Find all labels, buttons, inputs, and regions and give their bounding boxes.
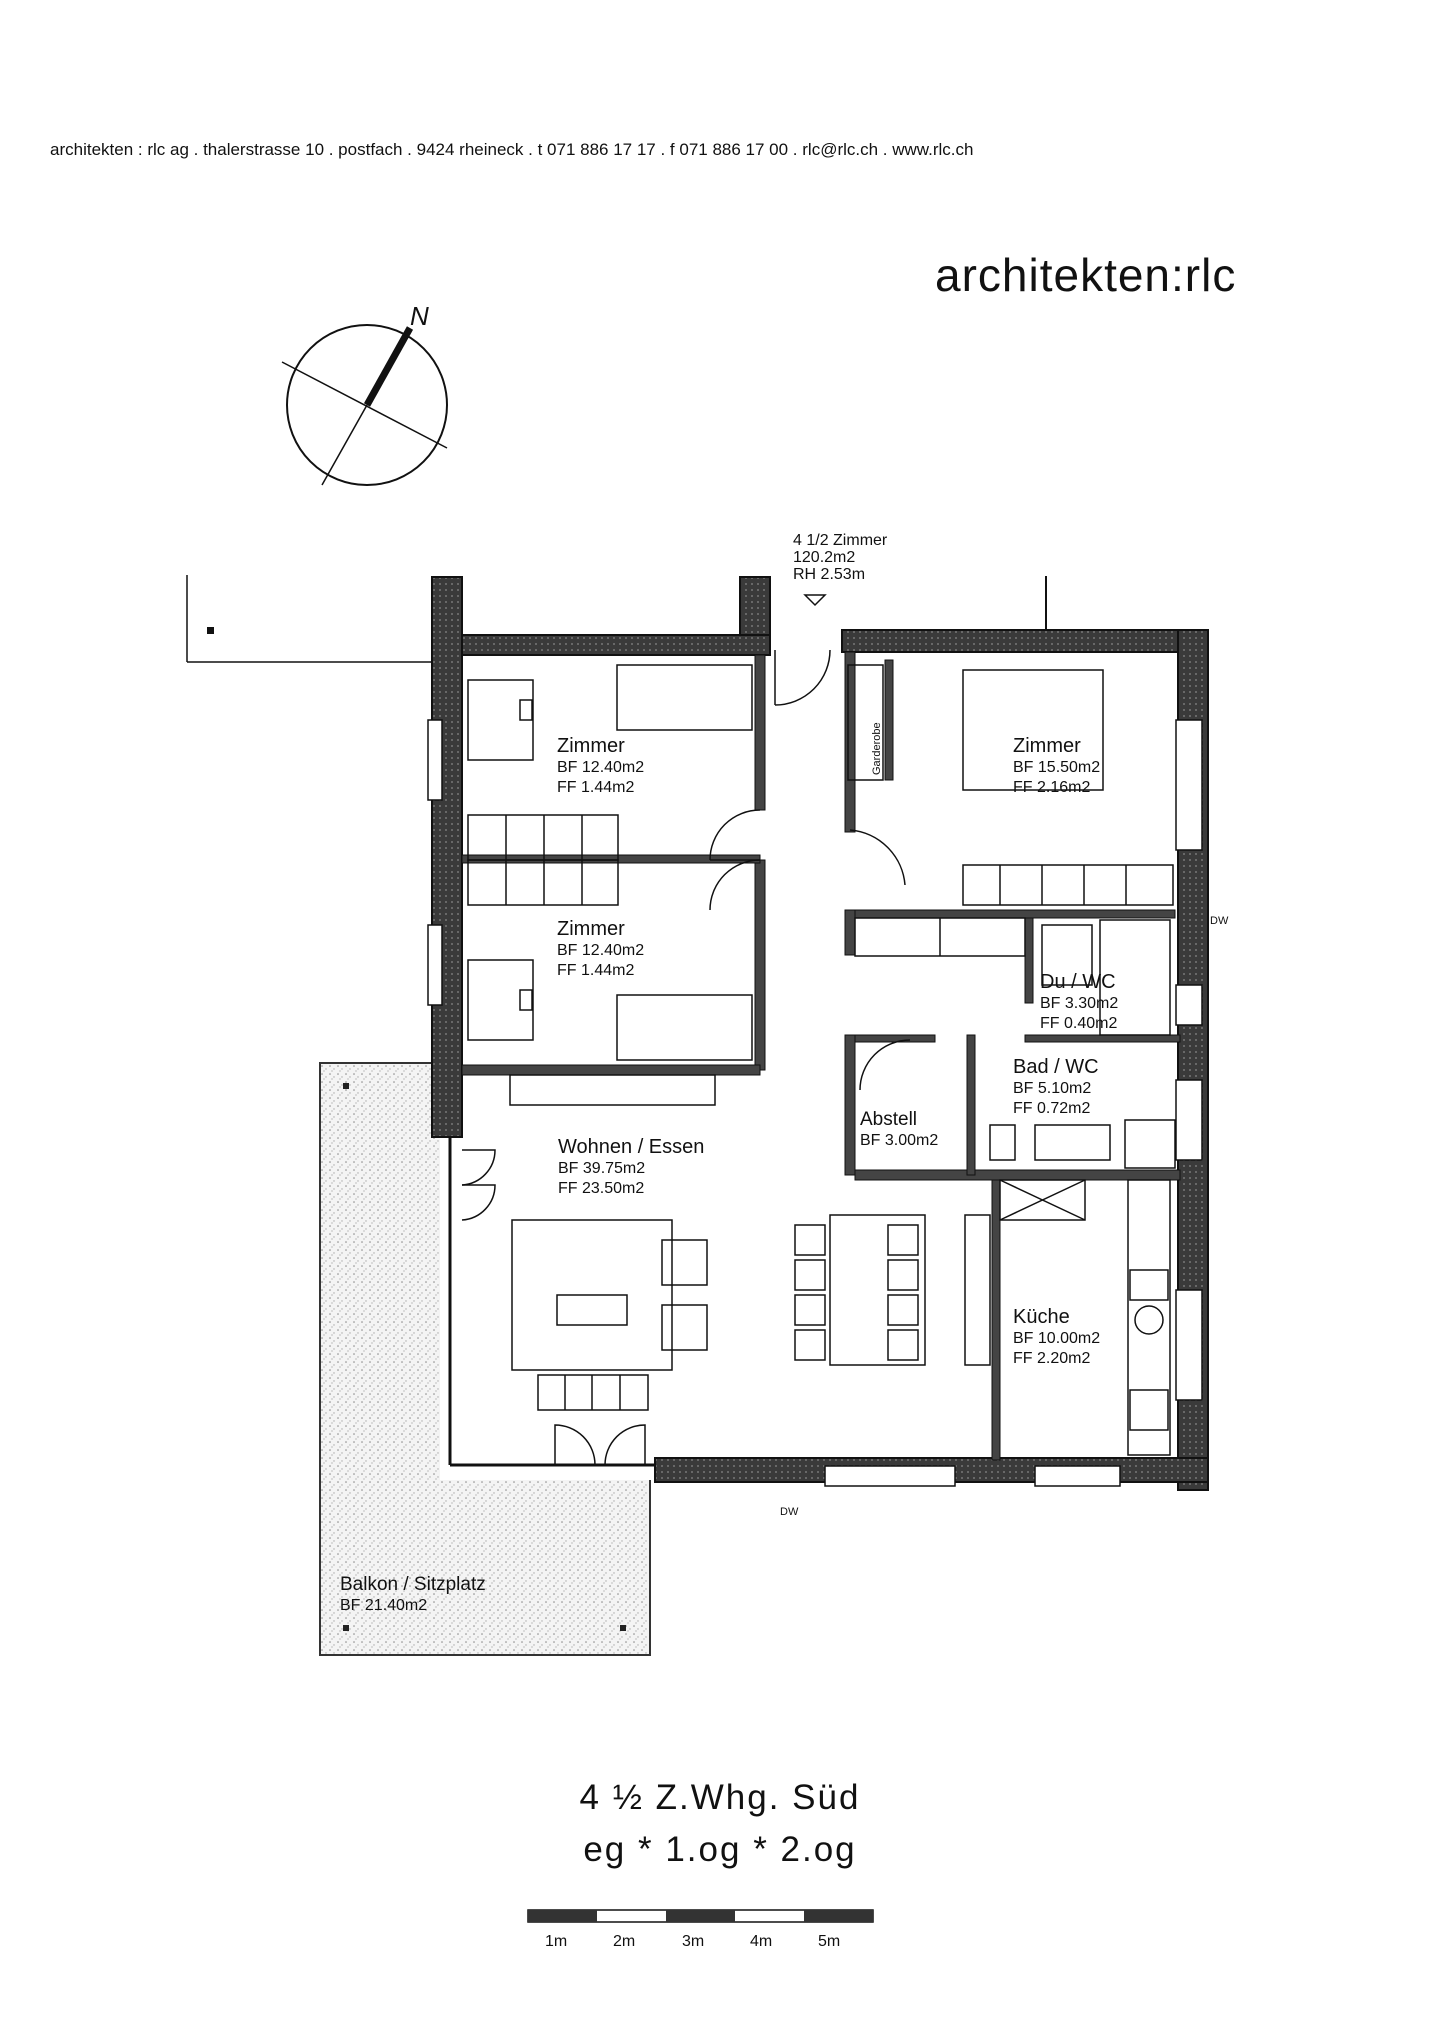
svg-text:BF 10.00m2: BF 10.00m2 <box>1013 1330 1100 1347</box>
header-contact: architekten : rlc ag . thalerstrasse 10 … <box>50 140 974 159</box>
room-zimmer-1: Zimmer BF 12.40m2 FF 1.44m2 <box>557 735 644 796</box>
svg-text:4 1/2 Zimmer: 4 1/2 Zimmer <box>793 532 888 549</box>
svg-text:FF 1.44m2: FF 1.44m2 <box>557 779 634 796</box>
interior-walls <box>461 651 1181 1461</box>
svg-text:Küche: Küche <box>1013 1306 1070 1328</box>
plan-title: 4 ½ Z.Whg. Süd <box>579 1778 861 1817</box>
svg-text:4m: 4m <box>750 1933 772 1950</box>
svg-text:FF 23.50m2: FF 23.50m2 <box>558 1180 644 1197</box>
plan-subtitle: eg * 1.og * 2.og <box>583 1830 857 1869</box>
svg-text:1m: 1m <box>545 1933 567 1950</box>
svg-text:Zimmer: Zimmer <box>557 918 625 940</box>
svg-text:BF 39.75m2: BF 39.75m2 <box>558 1160 645 1177</box>
dw-label-south: DW <box>780 1506 799 1518</box>
room-du-wc: Du / WC BF 3.30m2 FF 0.40m2 <box>1040 971 1118 1032</box>
room-garderobe: Garderobe <box>847 664 884 781</box>
svg-text:2m: 2m <box>613 1933 635 1950</box>
svg-text:5m: 5m <box>818 1933 840 1950</box>
svg-text:BF 12.40m2: BF 12.40m2 <box>557 942 644 959</box>
svg-text:Zimmer: Zimmer <box>1013 735 1081 757</box>
svg-text:Bad / WC: Bad / WC <box>1013 1056 1099 1078</box>
dw-label-east: DW <box>1210 915 1229 927</box>
room-kueche: Küche BF 10.00m2 FF 2.20m2 <box>1013 1306 1100 1367</box>
svg-text:FF 1.44m2: FF 1.44m2 <box>557 962 634 979</box>
room-zimmer-2: Zimmer BF 12.40m2 FF 1.44m2 <box>557 918 644 979</box>
site-lines <box>186 575 1047 663</box>
svg-text:BF 5.10m2: BF 5.10m2 <box>1013 1080 1091 1097</box>
svg-text:BF 15.50m2: BF 15.50m2 <box>1013 759 1100 776</box>
room-abstell: Abstell BF 3.00m2 <box>860 1109 938 1149</box>
furniture <box>467 664 1176 1456</box>
logo: architekten:rlc <box>935 249 1237 301</box>
svg-text:Wohnen / Essen: Wohnen / Essen <box>558 1136 704 1158</box>
room-balkon: Balkon / Sitzplatz BF 21.40m2 <box>340 1574 486 1614</box>
doors <box>461 594 911 1466</box>
svg-text:Zimmer: Zimmer <box>557 735 625 757</box>
svg-text:BF 3.00m2: BF 3.00m2 <box>860 1132 938 1149</box>
svg-text:FF 2.20m2: FF 2.20m2 <box>1013 1350 1090 1367</box>
room-zimmer-3: Zimmer BF 15.50m2 FF 2.16m2 <box>1013 735 1100 796</box>
svg-text:Balkon / Sitzplatz: Balkon / Sitzplatz <box>340 1574 486 1595</box>
svg-text:FF 2.16m2: FF 2.16m2 <box>1013 779 1090 796</box>
scale-bar: 1m 2m 3m 4m 5m <box>527 1909 874 1950</box>
windows <box>427 719 1203 1487</box>
svg-text:BF 21.40m2: BF 21.40m2 <box>340 1597 427 1614</box>
room-bad-wc: Bad / WC BF 5.10m2 FF 0.72m2 <box>1013 1056 1099 1117</box>
svg-text:Du / WC: Du / WC <box>1040 971 1116 993</box>
svg-text:Garderobe: Garderobe <box>871 722 883 775</box>
compass: N <box>281 301 448 486</box>
unit-label: 4 1/2 Zimmer 120.2m2 RH 2.53m <box>793 532 888 583</box>
svg-text:FF 0.40m2: FF 0.40m2 <box>1040 1015 1117 1032</box>
room-wohnen-essen: Wohnen / Essen BF 39.75m2 FF 23.50m2 <box>558 1136 704 1197</box>
svg-text:120.2m2: 120.2m2 <box>793 549 855 566</box>
svg-text:BF 12.40m2: BF 12.40m2 <box>557 759 644 776</box>
svg-text:FF 0.72m2: FF 0.72m2 <box>1013 1100 1090 1117</box>
svg-text:RH 2.53m: RH 2.53m <box>793 566 865 583</box>
svg-text:3m: 3m <box>682 1933 704 1950</box>
svg-text:Abstell: Abstell <box>860 1109 917 1130</box>
compass-north-label: N <box>410 301 429 331</box>
svg-text:BF 3.30m2: BF 3.30m2 <box>1040 995 1118 1012</box>
